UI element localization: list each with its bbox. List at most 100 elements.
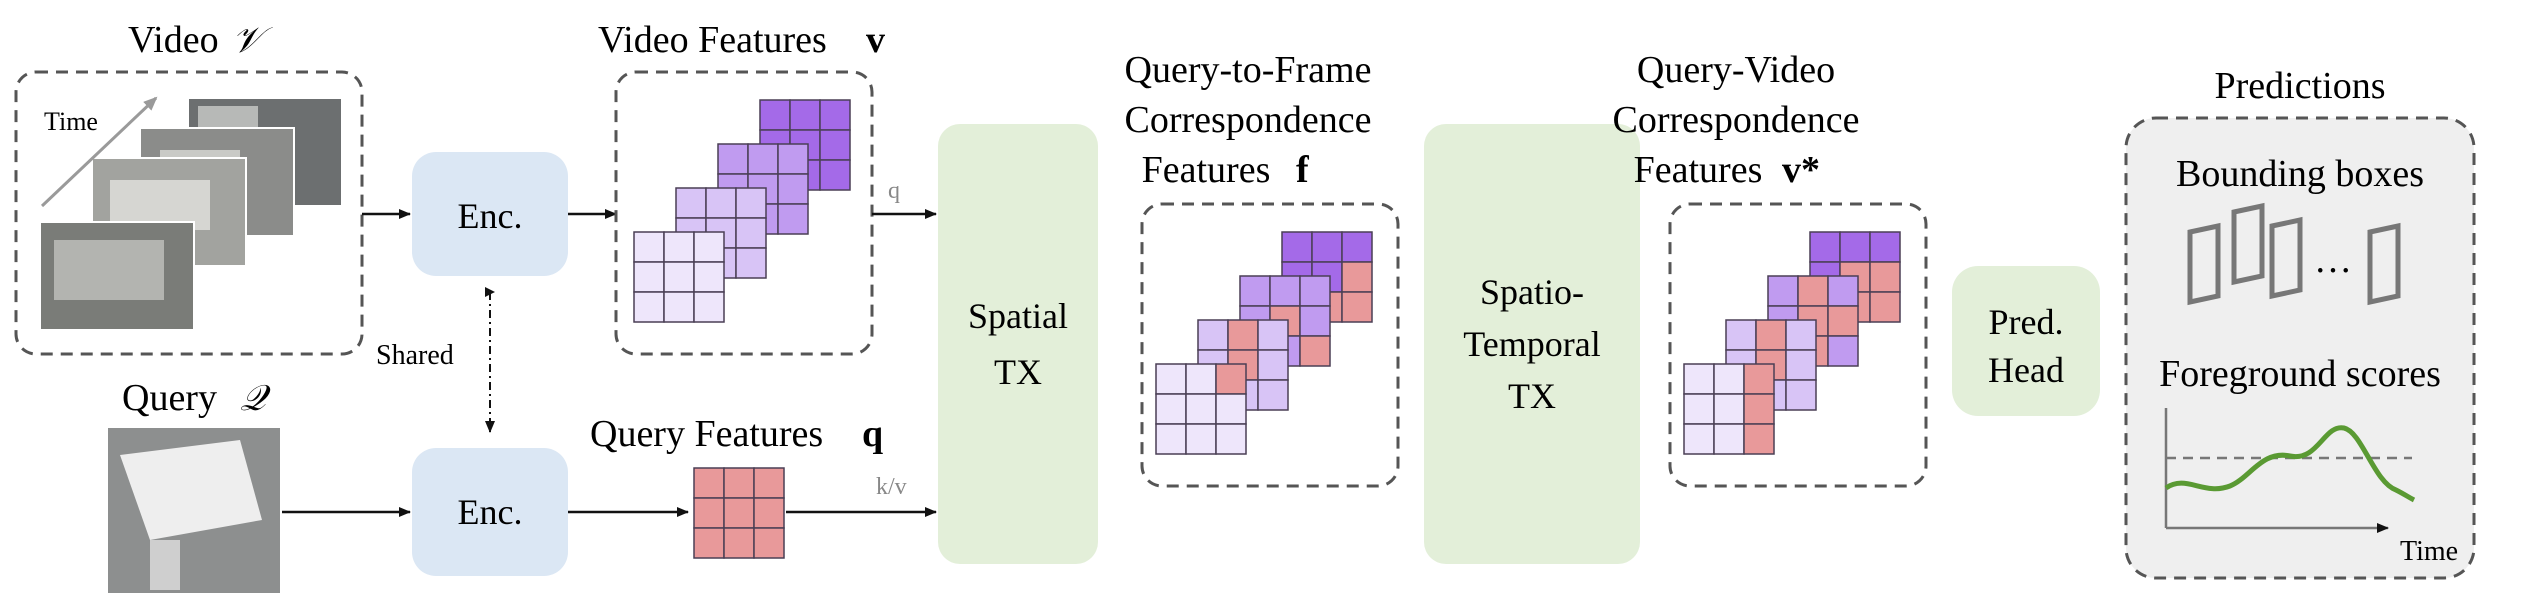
feature-cell	[705, 187, 737, 219]
feature-cell	[777, 203, 809, 235]
pred-head-line1: Pred.	[1989, 302, 2064, 342]
predictions-box	[2124, 116, 2476, 580]
foreground-scores-label: Foreground scores	[2159, 353, 2441, 395]
feature-cell	[675, 187, 707, 219]
query-image	[108, 428, 280, 593]
feature-cell	[1743, 393, 1775, 425]
q-edge-label: q	[888, 178, 900, 204]
feature-cell	[1797, 275, 1829, 307]
shared-label: Shared	[376, 340, 454, 371]
feature-cell	[753, 497, 785, 529]
feature-cell	[1869, 291, 1901, 323]
feature-cell	[1155, 423, 1187, 455]
predictions-title: Predictions	[2215, 65, 2386, 107]
feature-cell	[1767, 275, 1799, 307]
feature-cell	[1713, 363, 1745, 395]
qf-features-line1: Query-to-Frame	[1125, 49, 1372, 91]
feature-cell	[753, 467, 785, 499]
feature-cell	[1839, 231, 1871, 263]
query-features-grid	[693, 467, 785, 559]
ellipsis: …	[2314, 239, 2352, 281]
feature-cell	[777, 173, 809, 205]
video-features-stack	[633, 99, 851, 323]
feature-cell	[1257, 379, 1289, 411]
feature-cell	[753, 527, 785, 559]
feature-cell	[633, 231, 665, 263]
feature-cell	[747, 143, 779, 175]
spatio-temporal-tx-block	[1424, 124, 1640, 564]
foreground-score-curve	[2164, 425, 2416, 503]
feature-cell	[1341, 231, 1373, 263]
sttx-line3: TX	[1508, 376, 1556, 416]
feature-cell	[777, 143, 809, 175]
feature-cell	[1785, 319, 1817, 351]
feature-cell	[1683, 363, 1715, 395]
feature-cell	[1215, 393, 1247, 425]
bounding-box-icon	[2367, 222, 2401, 306]
feature-cell	[735, 217, 767, 249]
feature-cell	[1299, 335, 1331, 367]
bounding-box-icon	[2231, 202, 2265, 286]
qv-features-stack	[1683, 231, 1901, 455]
bounding-box-icons	[2187, 202, 2401, 306]
feature-cell	[1197, 319, 1229, 351]
feature-cell	[1743, 363, 1775, 395]
qf-features-stack	[1155, 231, 1373, 455]
video-feature-map	[633, 231, 725, 323]
feature-cell	[1827, 335, 1859, 367]
feature-cell	[1239, 275, 1271, 307]
qf-features-symbol: f	[1296, 149, 1310, 191]
qv-features-symbol: v*	[1782, 149, 1820, 191]
feature-cell	[1785, 349, 1817, 381]
feature-cell	[693, 527, 725, 559]
feature-cell	[1713, 423, 1745, 455]
time-label: Time	[44, 107, 98, 136]
feature-cell	[1227, 319, 1259, 351]
feature-cell	[1215, 363, 1247, 395]
query-feature-map	[693, 467, 785, 559]
feature-cell	[1185, 423, 1217, 455]
video-label: Video	[128, 19, 219, 61]
feature-cell	[723, 527, 755, 559]
feature-cell	[723, 497, 755, 529]
spatial-tx-block	[938, 124, 1098, 564]
query-encoder-label: Enc.	[458, 492, 523, 532]
feature-cell	[735, 187, 767, 219]
feature-cell	[1299, 275, 1331, 307]
feature-cell	[1827, 305, 1859, 337]
video-encoder	[412, 152, 568, 276]
time-arrow	[40, 96, 158, 208]
feature-cell	[693, 467, 725, 499]
feature-cell	[1683, 393, 1715, 425]
feature-cell	[1257, 349, 1289, 381]
qf-features-box	[1140, 202, 1400, 488]
feature-cell	[1683, 423, 1715, 455]
video-frames	[39, 97, 343, 331]
query-label: Query	[122, 377, 217, 419]
feature-cell	[1869, 261, 1901, 293]
feature-cell	[663, 291, 695, 323]
spatial-tx-line2: TX	[994, 352, 1042, 392]
qv-features-box	[1668, 202, 1928, 488]
video-features-symbol: v	[866, 19, 885, 61]
feature-cell	[735, 247, 767, 279]
time-axis-label: Time	[2400, 536, 2458, 567]
bounding-box-icon	[2269, 216, 2303, 300]
feature-cell	[819, 129, 851, 161]
query-frame-correspondence-map	[1155, 363, 1247, 455]
sttx-line2: Temporal	[1463, 324, 1600, 364]
feature-cell	[1725, 319, 1757, 351]
feature-cell	[759, 99, 791, 131]
sttx-line1: Spatio-	[1480, 272, 1584, 312]
feature-cell	[1155, 363, 1187, 395]
feature-cell	[633, 261, 665, 293]
feature-cell	[1785, 379, 1817, 411]
qv-features-line2: Correspondence	[1613, 99, 1860, 141]
feature-cell	[1827, 275, 1859, 307]
bounding-boxes-label: Bounding boxes	[2176, 153, 2424, 195]
feature-cell	[723, 467, 755, 499]
query-video-correspondence-map	[1683, 363, 1775, 455]
feature-cell	[693, 261, 725, 293]
feature-cell	[1341, 291, 1373, 323]
